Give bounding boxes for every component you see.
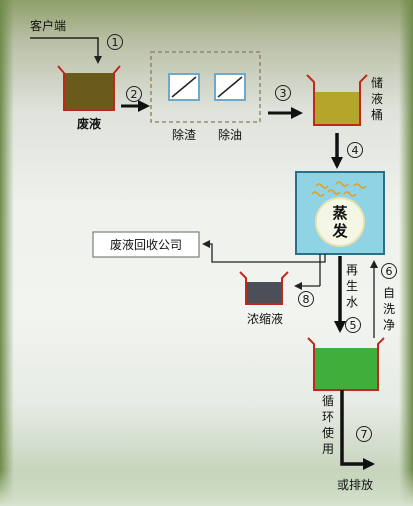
cycle-tank-container xyxy=(307,337,385,391)
step-5-number: 5 xyxy=(350,319,357,332)
regen-water-char-2: 生 xyxy=(346,279,358,293)
step-4-circle xyxy=(347,142,363,158)
right-green-edge xyxy=(399,0,413,506)
regen-water-char-3: 水 xyxy=(346,295,358,309)
cycle-use-char-3: 使 xyxy=(322,425,334,440)
step-6-number: 6 xyxy=(386,265,393,278)
evaporator-chamber xyxy=(315,197,365,247)
slag-removal-label: 除渣 xyxy=(172,127,196,142)
evaporator-to-recycle-line xyxy=(202,240,326,263)
step-1-number: 1 xyxy=(112,36,119,49)
bottom-band xyxy=(0,470,413,506)
storage-label-char-1: 储 xyxy=(371,75,383,90)
step-8-number: 8 xyxy=(303,293,310,306)
step-7-circle xyxy=(356,426,372,442)
concentrate-tank-container xyxy=(239,271,289,305)
step-2-number: 2 xyxy=(131,88,138,101)
storage-label-char-2: 液 xyxy=(371,91,383,106)
step-4-number: 4 xyxy=(352,144,359,157)
step-5-circle xyxy=(345,317,361,333)
left-green-edge xyxy=(0,0,14,506)
waste-tank-container xyxy=(57,65,121,111)
client-label: 客户端 xyxy=(30,18,66,33)
slag-filter-membrane xyxy=(171,76,197,98)
cycle-use-char-1: 循 xyxy=(322,394,334,408)
cycle-use-char-4: 用 xyxy=(322,442,334,456)
step-7-number: 7 xyxy=(361,428,368,441)
storage-label-char-3: 桶 xyxy=(371,107,383,122)
waste-tank-label: 废液 xyxy=(77,116,101,131)
concentrate-label: 浓缩液 xyxy=(247,311,283,326)
cycle-water xyxy=(314,348,378,390)
step-3-number: 3 xyxy=(280,87,287,100)
storage-tank-container xyxy=(306,74,368,126)
concentrate-liquid xyxy=(246,282,282,304)
recycle-company-label: 废液回收公司 xyxy=(110,237,182,252)
steam-waves xyxy=(311,181,367,197)
regen-water-char-1: 再 xyxy=(346,263,358,277)
oil-removal-label: 除油 xyxy=(218,127,242,142)
client-to-tank-arrow xyxy=(30,37,102,64)
step-8-circle xyxy=(298,291,314,307)
step-6-circle xyxy=(381,263,397,279)
step-7-arrow xyxy=(340,390,375,470)
step-3-circle xyxy=(275,85,291,101)
oil-filter-membrane xyxy=(217,76,243,98)
recycle-company-box xyxy=(92,231,200,258)
step-2-circle xyxy=(126,86,142,102)
cycle-use-char-2: 环 xyxy=(322,410,334,424)
self-clean-char-3: 净 xyxy=(383,318,395,332)
waste-liquid xyxy=(64,73,114,110)
self-clean-char-2: 洗 xyxy=(383,302,395,316)
step-1-circle xyxy=(107,34,123,50)
filter-stage-box xyxy=(150,51,261,123)
self-clean-char-1: 自 xyxy=(383,286,395,300)
evaporator-label-char-2: 发 xyxy=(331,222,348,240)
discharge-label: 或排放 xyxy=(337,477,373,492)
storage-liquid xyxy=(314,92,360,125)
evaporator-label-char-1: 蒸 xyxy=(332,204,347,222)
